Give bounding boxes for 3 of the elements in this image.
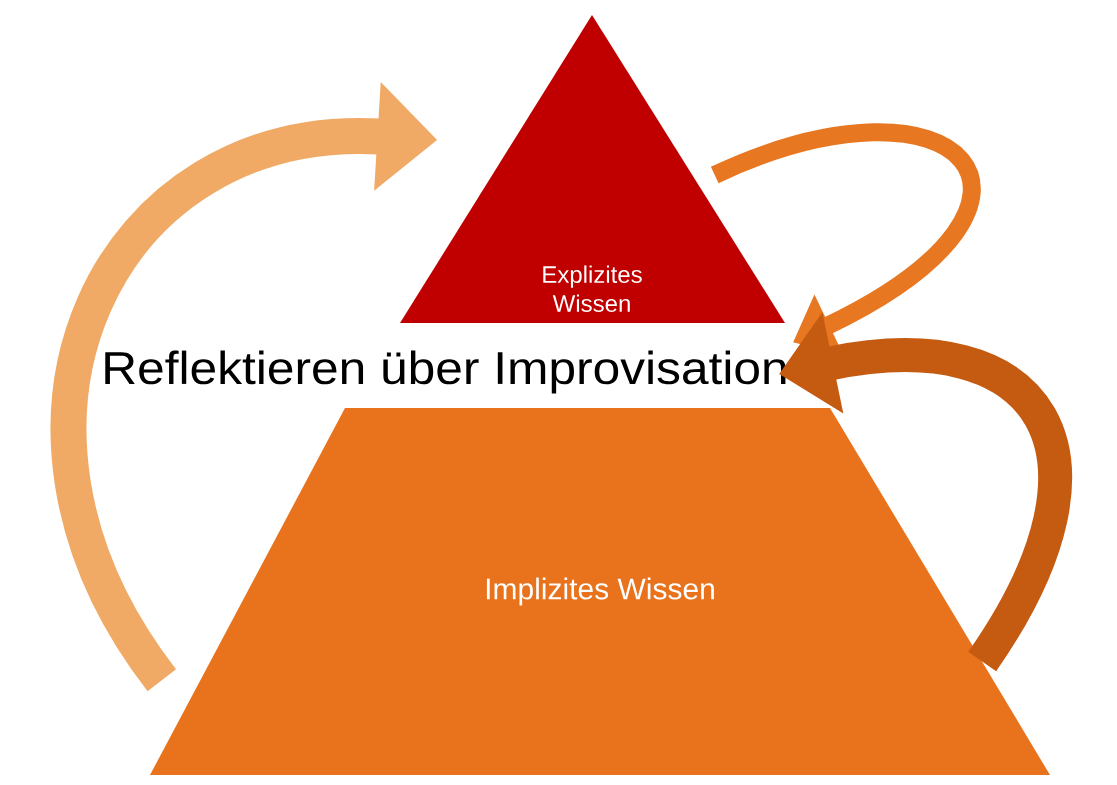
trapezoid: Implizites Wissen — [150, 408, 1050, 775]
heading-text: Reflektieren über Improvisation — [105, 350, 786, 394]
triangle: Explizites Wissen — [400, 15, 785, 323]
